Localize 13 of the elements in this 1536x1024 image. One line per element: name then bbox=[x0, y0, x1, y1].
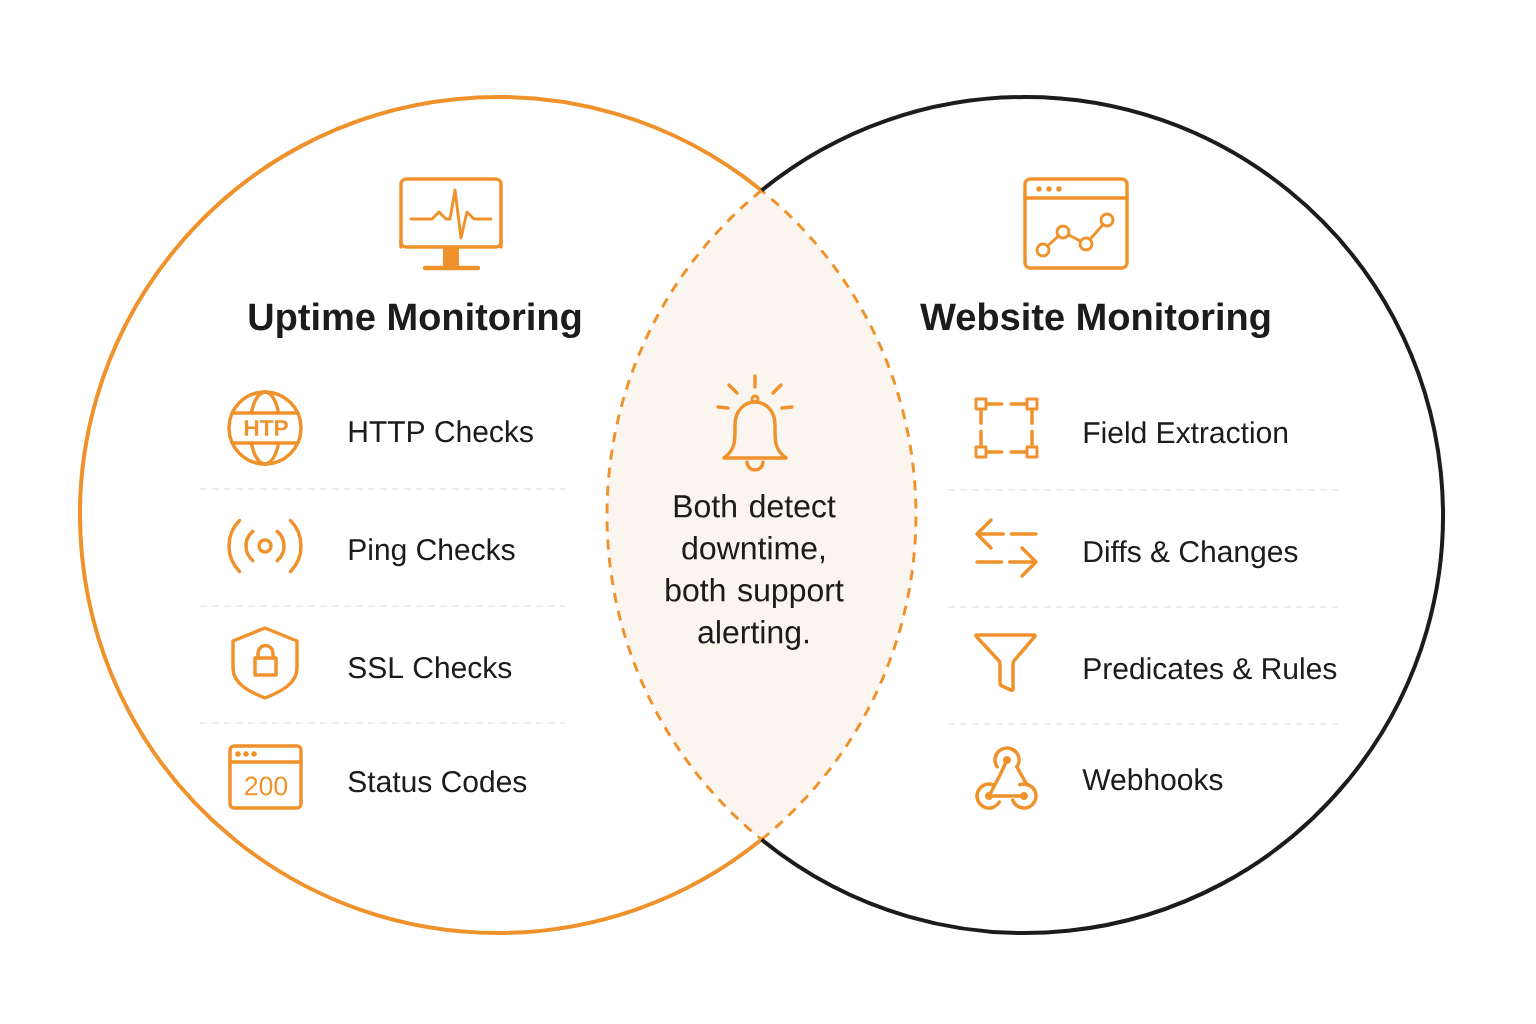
heading: Website Monitoring bbox=[920, 302, 1270, 339]
feature-label: Webhooks bbox=[1082, 768, 1223, 791]
feature-label: Field Extraction bbox=[1084, 421, 1288, 444]
overlap-text: Both detect downtime, both support alerting. bbox=[666, 494, 844, 650]
feature-label: SSL Checks bbox=[348, 656, 512, 679]
feature-label: Predicates & Rules bbox=[1084, 657, 1337, 680]
feature-label: Diffs & Changes bbox=[1084, 540, 1298, 569]
icon-text: HTP bbox=[244, 420, 288, 436]
heading: Uptime Monitoring bbox=[249, 302, 581, 339]
feature-label: HTTP Checks bbox=[349, 420, 533, 443]
icon-text: 200 bbox=[245, 776, 288, 796]
feature-label: Status Codes bbox=[348, 770, 527, 793]
feature-label: Ping Checks bbox=[349, 538, 515, 567]
